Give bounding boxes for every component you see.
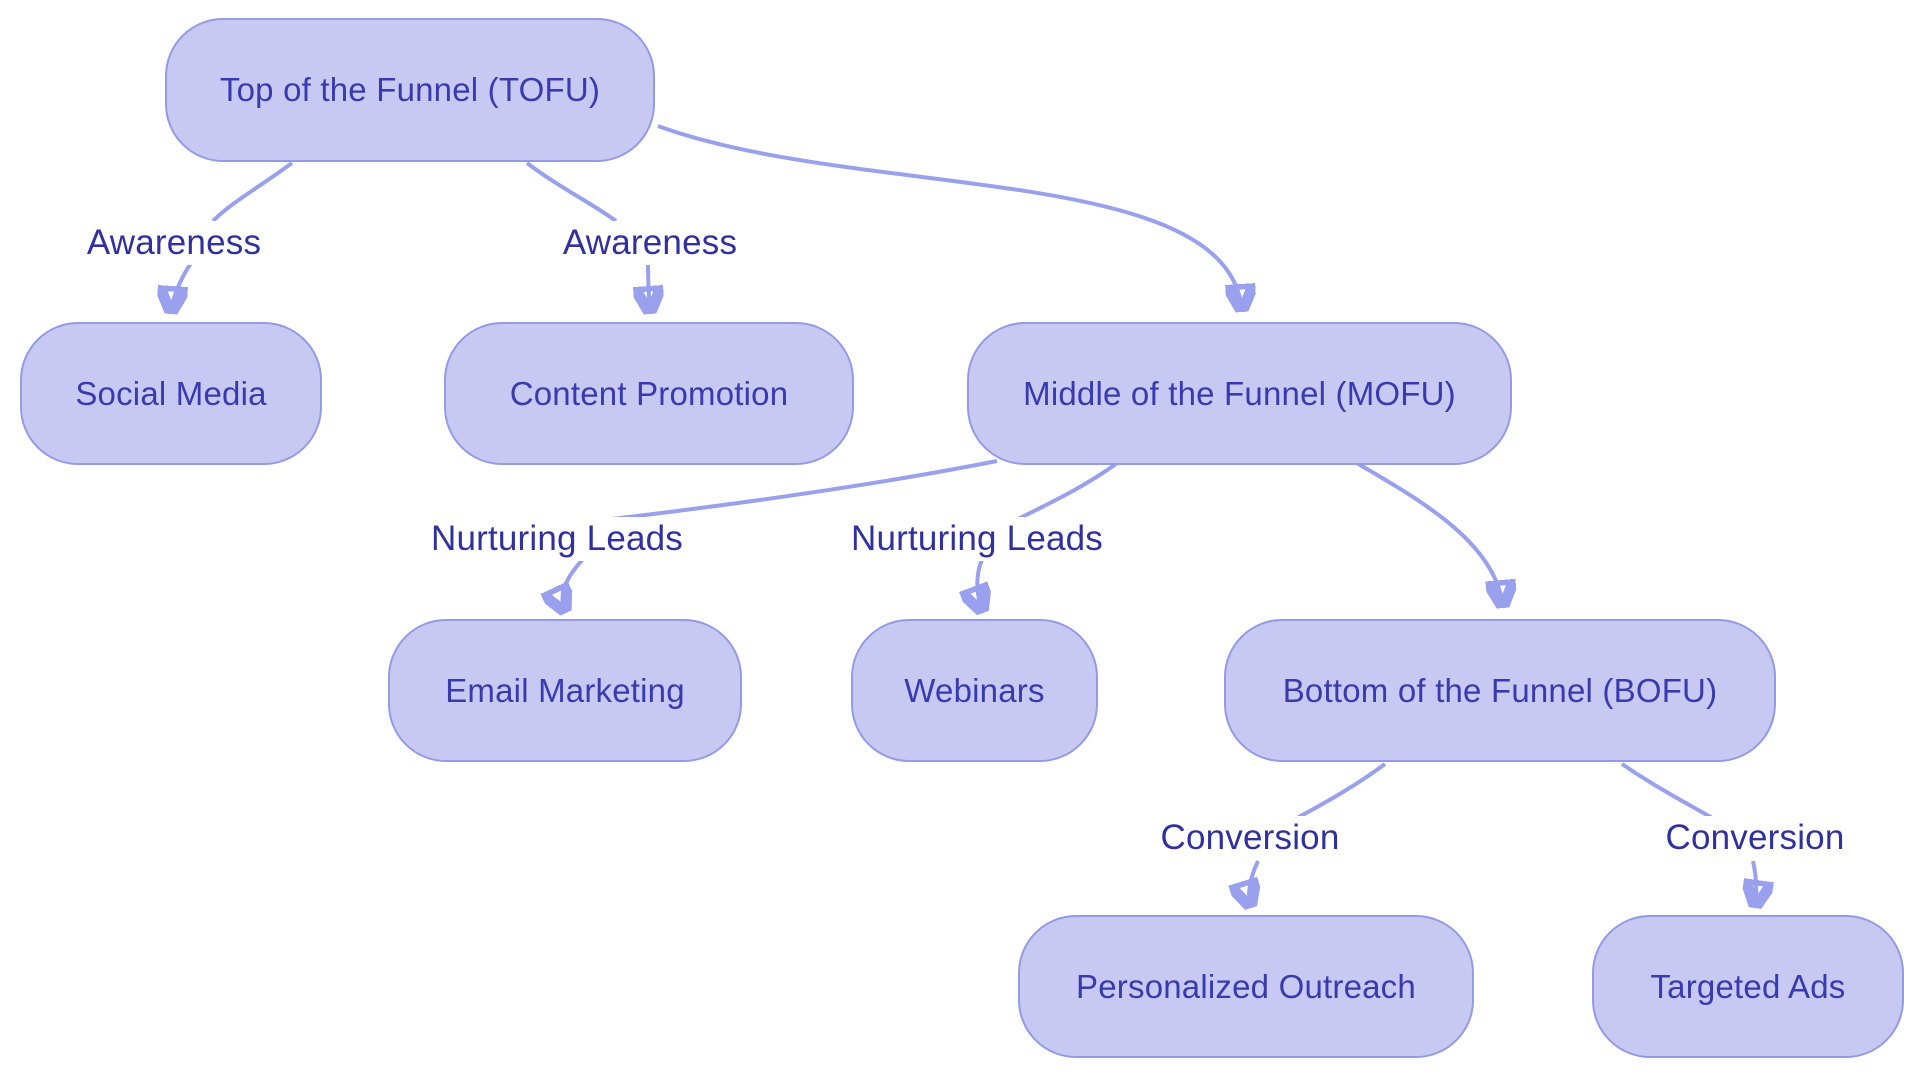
edge-label-nurturing-leads-2: Nurturing Leads — [842, 517, 1112, 561]
node-personalized-outreach: Personalized Outreach — [1018, 915, 1474, 1058]
edge-tofu-social-seg — [211, 161, 294, 223]
edge-label-nurturing-leads-1: Nurturing Leads — [422, 517, 692, 561]
node-personalized-outreach-label: Personalized Outreach — [1076, 967, 1416, 1005]
edge-label-awareness-2: Awareness — [554, 221, 746, 265]
edge-label-conversion-2: Conversion — [1657, 816, 1853, 860]
node-middle-of-funnel: Middle of the Funnel (MOFU) — [967, 322, 1512, 465]
edge-mofu-email-seg — [611, 459, 998, 521]
node-content-promotion-label: Content Promotion — [509, 374, 789, 412]
node-top-of-funnel-label: Top of the Funnel (TOFU) — [219, 71, 601, 108]
node-email-marketing: Email Marketing — [388, 619, 742, 762]
node-webinars-label: Webinars — [904, 671, 1045, 709]
node-social-media-label: Social Media — [75, 374, 267, 412]
node-middle-of-funnel-label: Middle of the Funnel (MOFU) — [1023, 374, 1456, 412]
edge-mofu-webinars-arrow — [977, 556, 983, 613]
edge-bofu-outreach-arrow — [1249, 860, 1258, 908]
edge-bofu-ads-arrow — [1753, 860, 1756, 908]
node-social-media: Social Media — [20, 322, 322, 465]
edge-tofu-social-arrow — [171, 261, 193, 314]
node-top-of-funnel: Top of the Funnel (TOFU) — [165, 18, 655, 162]
edge-mofu-bofu — [1353, 460, 1503, 608]
node-content-promotion: Content Promotion — [444, 322, 854, 465]
edge-mofu-webinars-seg — [1015, 461, 1119, 522]
edge-bofu-outreach-seg — [1289, 762, 1387, 824]
node-targeted-ads-label: Targeted Ads — [1650, 967, 1846, 1005]
node-targeted-ads: Targeted Ads — [1592, 915, 1904, 1058]
edge-label-awareness-1: Awareness — [78, 221, 270, 265]
node-bottom-of-funnel: Bottom of the Funnel (BOFU) — [1224, 619, 1776, 762]
edge-label-conversion-1: Conversion — [1152, 816, 1348, 860]
edge-mofu-email-arrow — [563, 555, 587, 613]
node-bottom-of-funnel-label: Bottom of the Funnel (BOFU) — [1282, 671, 1718, 709]
edge-tofu-content-seg — [525, 161, 618, 223]
edge-tofu-content-arrow — [648, 262, 650, 314]
node-email-marketing-label: Email Marketing — [445, 671, 685, 709]
edge-tofu-mofu — [657, 124, 1242, 312]
node-webinars: Webinars — [851, 619, 1098, 762]
edge-bofu-ads-seg — [1620, 762, 1716, 821]
